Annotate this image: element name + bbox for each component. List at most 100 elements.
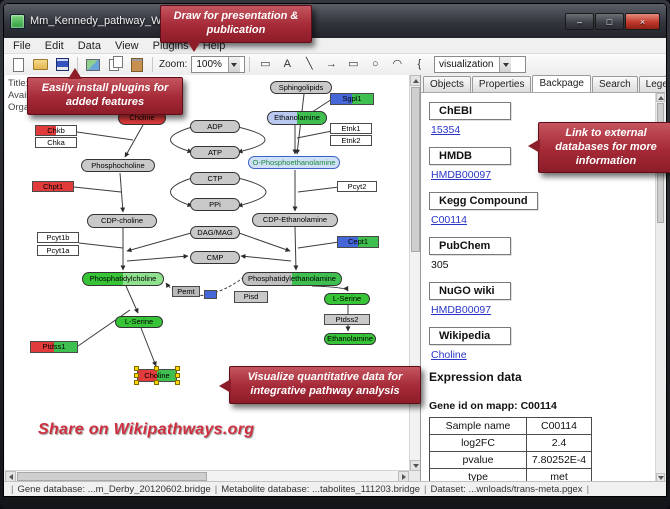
scroll-up-icon[interactable] xyxy=(656,93,665,102)
pathway-node-atp[interactable]: ATP xyxy=(190,146,240,159)
expression-data-title: Expression data xyxy=(429,370,522,384)
pathway-node-phosphocholine[interactable]: Phosphocholine xyxy=(81,159,155,172)
canvas-side-text: Availa xyxy=(8,90,34,101)
visualization-select[interactable]: visualization xyxy=(434,56,526,73)
canvas-horizontal-scrollbar[interactable] xyxy=(5,470,409,482)
pathway-node-pcyt1a[interactable]: Pcyt1a xyxy=(37,245,79,256)
pathway-node-dag-mag[interactable]: DAG/MAG xyxy=(190,226,240,239)
maximize-button[interactable]: □ xyxy=(595,13,624,30)
pathway-node-ptdss1[interactable]: Ptdss1 xyxy=(30,341,78,353)
toolbar-save-button[interactable] xyxy=(51,55,73,75)
horizontal-scroll-thumb[interactable] xyxy=(17,472,207,481)
toolbar-new-button[interactable] xyxy=(7,55,29,75)
backpage-link[interactable]: HMDB00097 xyxy=(431,304,492,316)
paste-icon xyxy=(131,57,143,72)
pathway-node-phosphatidylethanolamine[interactable]: Phosphatidylethanolamine xyxy=(242,272,342,286)
zoom-label: Zoom: xyxy=(159,59,188,70)
pathway-node-chpt1[interactable]: Chpt1 xyxy=(32,181,74,192)
pathway-node-cept1[interactable]: Cept1 xyxy=(337,236,379,248)
tab-objects[interactable]: Objects xyxy=(423,76,471,92)
toolbar-file-group xyxy=(7,55,73,75)
menu-view[interactable]: View xyxy=(114,39,139,52)
pathway-node-cdp-ethanolamine[interactable]: CDP-Ethanolamine xyxy=(252,213,338,227)
arrow-tool-button[interactable]: → xyxy=(320,55,342,75)
pathway-node-ppi[interactable]: PPi xyxy=(190,198,240,211)
menu-help[interactable]: Help xyxy=(202,39,226,52)
tab-backpage[interactable]: Backpage xyxy=(532,75,591,92)
pathway-node-data-box[interactable] xyxy=(204,290,217,299)
status-separator: | xyxy=(11,483,14,495)
pathway-node-cmp[interactable]: CMP xyxy=(190,251,240,264)
tab-legend[interactable]: Legend xyxy=(638,76,666,92)
pathway-node-sgpl1[interactable]: Sgpl1 xyxy=(330,93,374,105)
pathway-node-ethanolamine[interactable]: Ethanolamine xyxy=(267,111,327,125)
selection-handle[interactable] xyxy=(175,372,180,378)
vertical-scroll-thumb[interactable] xyxy=(411,87,420,252)
pathway-node-phosphatidylcholine[interactable]: Phosphatidylcholine xyxy=(82,272,164,286)
arc-tool-button[interactable]: ◠ xyxy=(386,55,408,75)
toolbar-open-button[interactable] xyxy=(29,55,51,75)
rectangle-tool-button[interactable]: ▭ xyxy=(342,55,364,75)
tab-search[interactable]: Search xyxy=(591,76,638,92)
pathway-node-adp[interactable]: ADP xyxy=(190,120,240,133)
pathway-node-pcyt2[interactable]: Pcyt2 xyxy=(337,181,377,192)
pathway-node-ethanolamine[interactable]: Ethanolamine xyxy=(324,333,376,345)
pathway-node-pcyt1b[interactable]: Pcyt1b xyxy=(37,232,79,243)
expression-table-cell: 2.4 xyxy=(526,434,592,452)
selection-handle[interactable] xyxy=(134,366,139,371)
pathway-node-o-phosphoethanolamine[interactable]: O-Phosphoethanolamine xyxy=(248,156,340,169)
backpage-link[interactable]: HMDB00097 xyxy=(431,169,492,181)
selection-handle[interactable] xyxy=(154,366,159,371)
pathway-node-chkb[interactable]: Chkb xyxy=(35,125,77,136)
arrow-tool-icon: → xyxy=(325,58,337,70)
pathway-node-l-serine[interactable]: L-Serine xyxy=(115,316,163,328)
menu-file[interactable]: File xyxy=(13,39,31,52)
label-tool-button[interactable]: A xyxy=(276,55,298,75)
pathway-node-ptdss2[interactable]: Ptdss2 xyxy=(324,314,370,325)
title-bar[interactable]: Mm_Kennedy_pathway_WP1771_45176.gp... –□… xyxy=(4,4,666,38)
panel-tabs: ObjectsPropertiesBackpageSearchLegend xyxy=(421,75,666,93)
backpage-link[interactable]: Choline xyxy=(431,349,467,361)
brace-tool-button[interactable]: { xyxy=(408,55,430,75)
pathway-node-ctp[interactable]: CTP xyxy=(190,172,240,185)
selection-handle[interactable] xyxy=(154,380,159,385)
app-window: Mm_Kennedy_pathway_WP1771_45176.gp... –□… xyxy=(3,3,667,497)
canvas-side-text: Organ xyxy=(8,102,35,113)
oval-tool-button[interactable]: ○ xyxy=(364,55,386,75)
toolbar-tools-group: ▭A╲→▭○◠{⊥ xyxy=(254,55,452,75)
menu-data[interactable]: Data xyxy=(77,39,101,52)
pathway-node-cdp-choline[interactable]: CDP-choline xyxy=(87,214,157,228)
toolbar-separator xyxy=(249,57,251,72)
minimize-button[interactable]: – xyxy=(565,13,594,30)
pathway-node-sphingolipids[interactable]: Sphingolipids xyxy=(270,81,332,94)
pathway-node-l-serine[interactable]: L-Serine xyxy=(324,293,370,305)
expression-table-cell: type xyxy=(429,468,527,482)
zoom-select[interactable]: 100% xyxy=(191,56,246,73)
callout-viz-text: Visualize quantitative data for integrat… xyxy=(247,371,403,397)
copy-icon xyxy=(108,55,123,71)
selection-handle[interactable] xyxy=(134,380,139,385)
pathway-node-etnk2[interactable]: Etnk2 xyxy=(330,135,372,146)
toolbar-paste-button[interactable] xyxy=(126,55,148,75)
close-button[interactable]: × xyxy=(625,13,660,30)
pathway-node-pemt[interactable]: Pemt xyxy=(172,286,200,297)
menu-plugins[interactable]: Plugins xyxy=(152,39,189,52)
tab-properties[interactable]: Properties xyxy=(471,76,532,92)
toolbar-export-button[interactable] xyxy=(82,55,104,75)
toolbar-copy-button[interactable] xyxy=(104,55,126,75)
datanode-tool-button[interactable]: ▭ xyxy=(254,55,276,75)
pathway-node-choline[interactable]: Choline xyxy=(134,366,180,385)
backpage-link[interactable]: 15354 xyxy=(431,124,461,136)
backpage-link[interactable]: C00114 xyxy=(431,214,468,226)
selection-handle[interactable] xyxy=(134,372,139,378)
selection-handle[interactable] xyxy=(175,366,180,371)
pathway-node-etnk1[interactable]: Etnk1 xyxy=(330,123,372,134)
line-tool-button[interactable]: ╲ xyxy=(298,55,320,75)
menu-edit[interactable]: Edit xyxy=(44,39,64,52)
selection-handle[interactable] xyxy=(175,380,180,385)
canvas-side-text: Title: xyxy=(8,78,29,89)
status-item: Dataset: ...wnloads/trans-meta.pgex xyxy=(430,483,583,495)
pathway-node-chka[interactable]: Chka xyxy=(35,137,77,148)
pathway-node-pisd[interactable]: Pisd xyxy=(234,291,268,303)
